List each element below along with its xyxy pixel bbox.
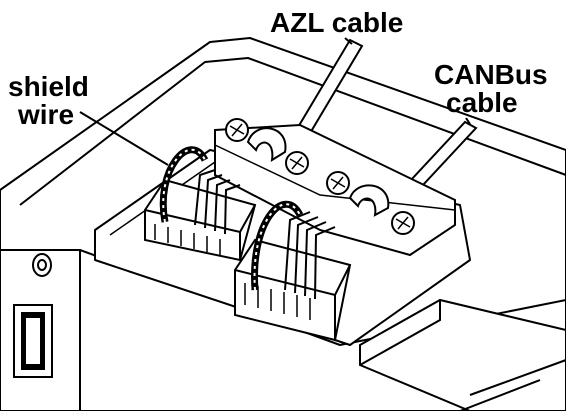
leader-lines bbox=[79, 37, 471, 166]
canbus-cable-label-line2: cable bbox=[446, 87, 518, 118]
wires-right bbox=[284, 211, 336, 300]
side-slot bbox=[13, 304, 53, 378]
screw-2 bbox=[285, 151, 309, 175]
canbus-cable-label-line1: CANBus bbox=[434, 59, 548, 90]
shield-wire-label-line2: wire bbox=[18, 99, 75, 130]
shield-wire-right bbox=[251, 200, 304, 291]
wires-left bbox=[194, 169, 241, 235]
shield-wire-label-line1: shield bbox=[8, 71, 89, 102]
screw-3 bbox=[326, 171, 350, 195]
shield-wire-left bbox=[159, 146, 209, 223]
azl-cable-label: AZL cable bbox=[270, 7, 404, 38]
azl-cable-clamp bbox=[246, 127, 287, 162]
canbus-leader bbox=[465, 117, 471, 125]
mounting-hole bbox=[32, 253, 52, 277]
shield-leader bbox=[79, 111, 169, 166]
canbus-cable-clamp bbox=[348, 184, 390, 217]
right-module-detail bbox=[359, 298, 566, 411]
connector-right bbox=[234, 238, 352, 342]
screw-4 bbox=[391, 211, 415, 235]
screw-1 bbox=[225, 118, 249, 142]
azl-leader bbox=[344, 37, 353, 45]
